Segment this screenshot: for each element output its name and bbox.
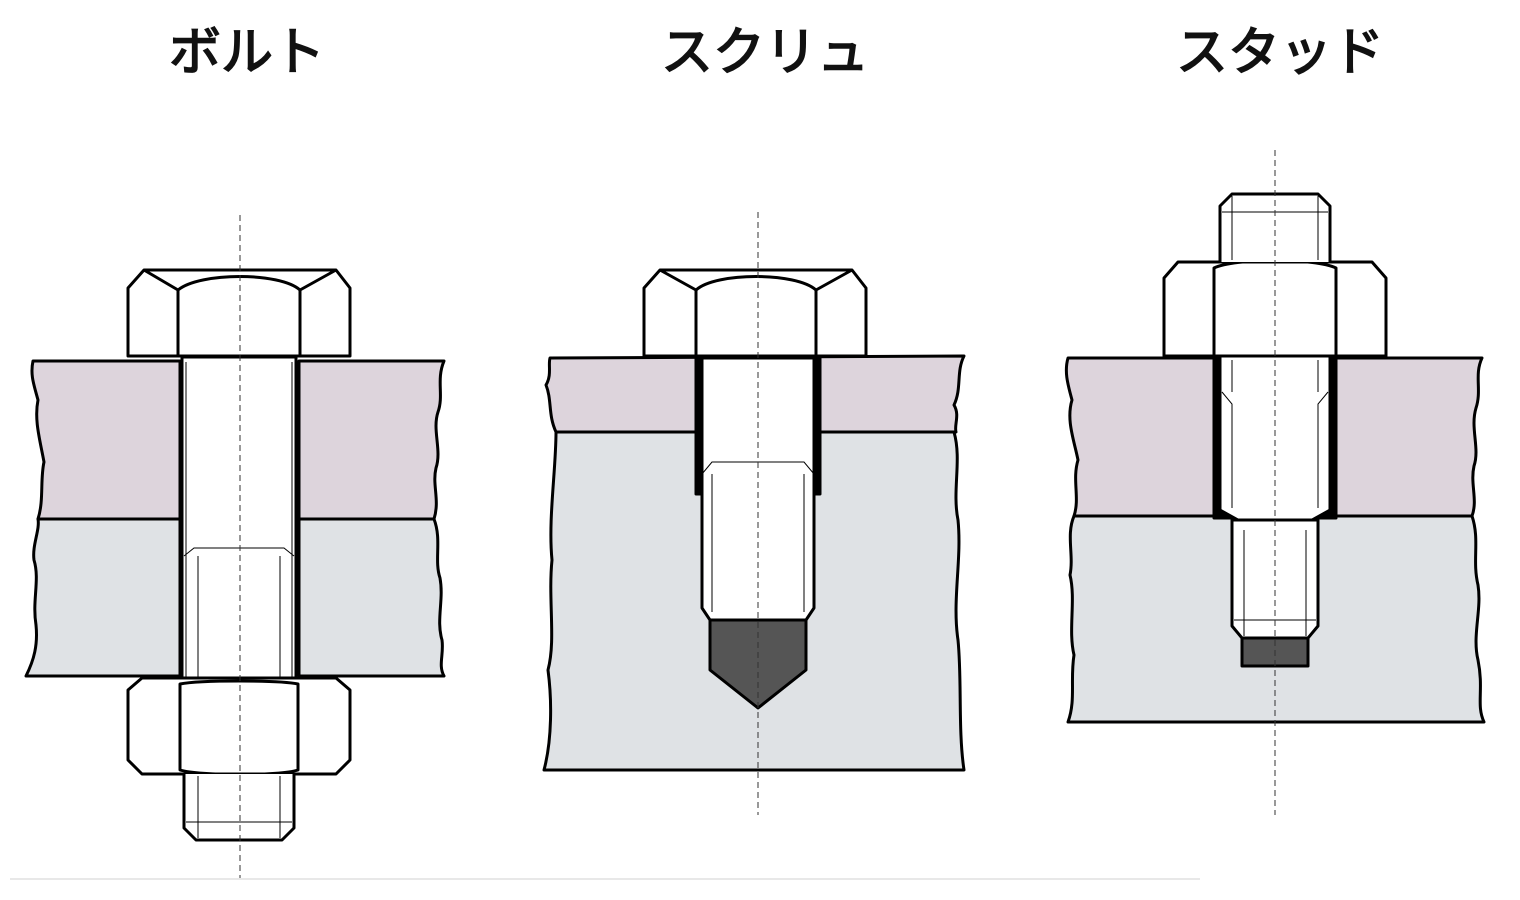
bolt-tip (182, 774, 296, 842)
bolt-shank (180, 355, 298, 684)
stud-upper-plate-left (1064, 356, 1218, 518)
bolt-nut (126, 676, 352, 776)
bolt-assembly (24, 215, 446, 880)
screw-shank (700, 356, 816, 622)
stud-upper-plate-right (1332, 356, 1484, 518)
stud-shank-lower (1230, 518, 1320, 640)
screw-assembly (542, 212, 966, 815)
screw-title: スクリュ (660, 23, 869, 83)
bolt-lower-plate-left (24, 517, 182, 678)
bolt-upper-plate-left (30, 359, 182, 521)
bolt-lower-plate-right (297, 517, 446, 678)
bolt-head (126, 268, 352, 358)
stud-title: スタッド (1175, 23, 1384, 83)
stud-nut (1162, 260, 1388, 358)
screw-head (642, 268, 868, 358)
bolt-upper-plate-right (297, 359, 446, 521)
bolt-title: ボルト (168, 23, 325, 83)
stud-assembly (1064, 150, 1486, 815)
